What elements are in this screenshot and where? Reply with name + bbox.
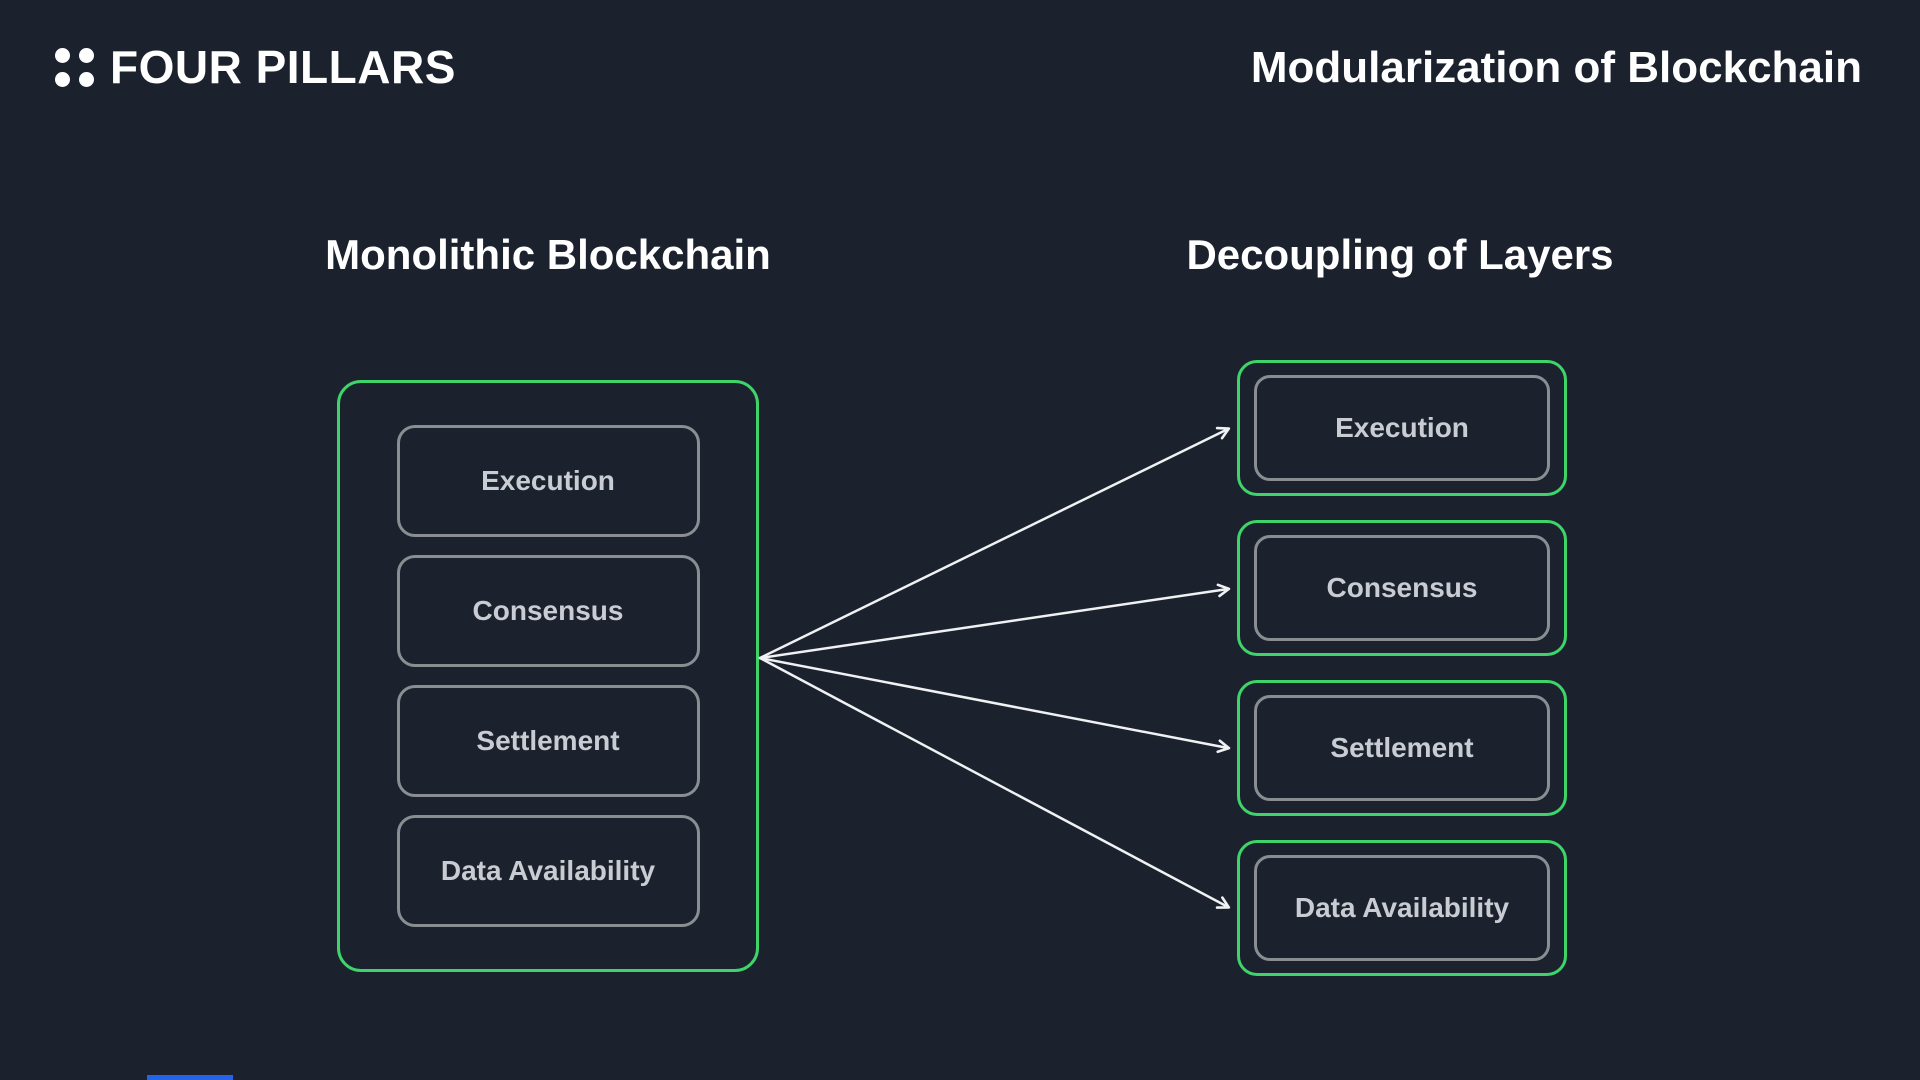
modular-box-execution: Execution — [1237, 360, 1567, 496]
layer-label: Consensus — [472, 595, 624, 626]
modular-inner-box: Settlement — [1254, 695, 1550, 801]
modular-inner-box: Execution — [1254, 375, 1550, 481]
mono-layer-box-consensus: Consensus — [396, 555, 700, 667]
four-pillars-logo: FOUR PILLARS — [55, 44, 456, 90]
layer-label: Data Availability — [1294, 892, 1510, 923]
modular-box-data-availability: Data Availability — [1237, 840, 1567, 976]
four-dots-icon — [55, 47, 94, 87]
decoupling-heading: Decoupling of Layers — [1186, 231, 1614, 278]
arrow-to-consensus — [758, 583, 1231, 660]
modular-inner-box: Consensus — [1254, 535, 1550, 641]
layer-label: Settlement — [476, 725, 620, 756]
arrow-to-execution — [758, 426, 1231, 660]
monolithic-container: Execution Consensus Settlement Data Avai… — [337, 380, 759, 972]
layer-label: Execution — [1335, 412, 1469, 443]
mono-layer-box-execution: Execution — [396, 425, 700, 537]
mono-layer-box-data-availability: Data Availability — [396, 815, 700, 927]
modular-box-consensus: Consensus — [1237, 520, 1567, 656]
modular-inner-box: Data Availability — [1254, 855, 1550, 961]
arrow-to-settlement — [758, 656, 1231, 754]
layer-label: Settlement — [1330, 732, 1474, 763]
mono-layer-box-settlement: Settlement — [396, 685, 700, 797]
layer-label: Consensus — [1326, 572, 1478, 603]
bottom-accent-bar — [147, 1075, 233, 1080]
monolithic-heading: Monolithic Blockchain — [325, 231, 771, 278]
modular-box-settlement: Settlement — [1237, 680, 1567, 816]
arrow-to-data-availability — [758, 656, 1231, 909]
logo-text: FOUR PILLARS — [110, 41, 456, 93]
layer-label: Execution — [481, 465, 615, 496]
layer-label: Data Availability — [440, 855, 656, 886]
slide-title: Modularization of Blockchain — [1250, 43, 1862, 92]
